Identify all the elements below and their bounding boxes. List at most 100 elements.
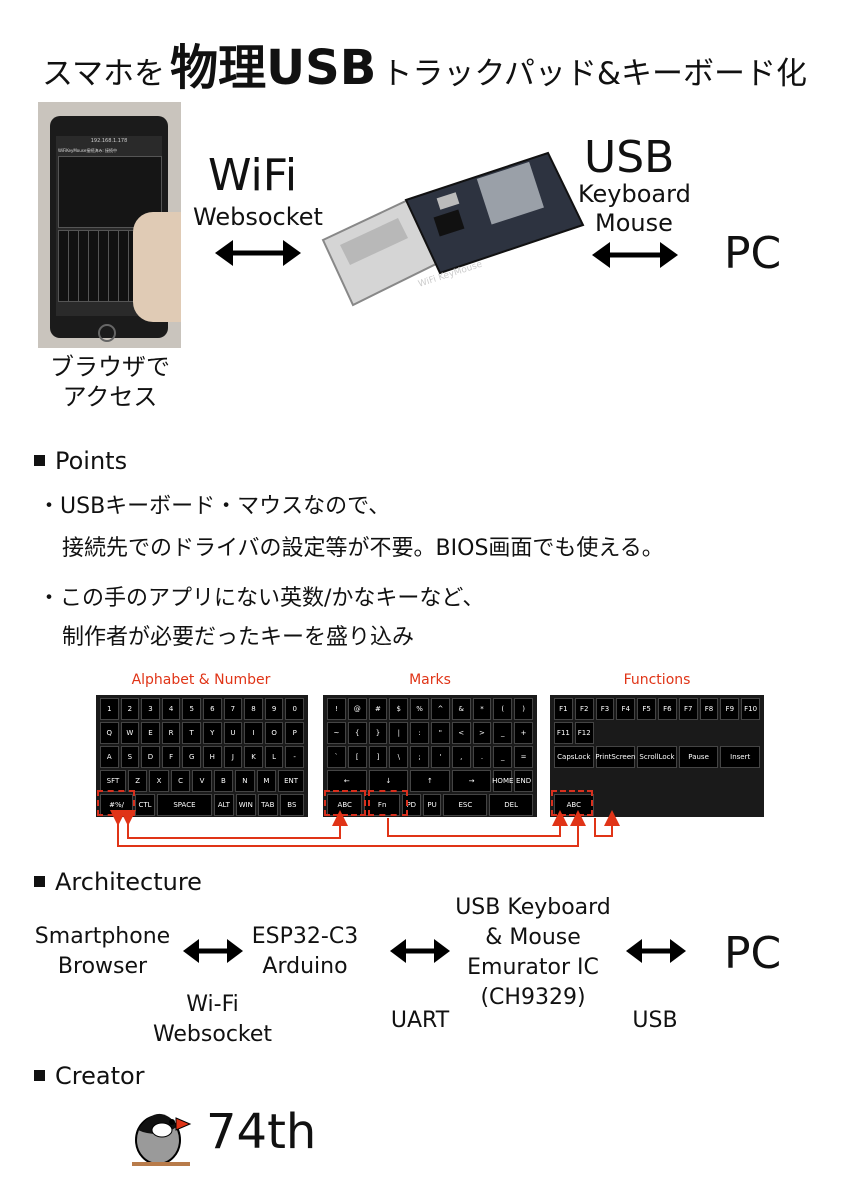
functions-key[interactable]: F8: [699, 698, 719, 720]
title-part3: トラックパッド&キーボード化: [381, 56, 808, 92]
marks-key[interactable]: ;: [410, 746, 429, 768]
marks-key[interactable]: ): [514, 698, 533, 720]
marks-key[interactable]: ": [431, 722, 450, 744]
alphabet-key[interactable]: 1: [100, 698, 119, 720]
marks-key[interactable]: &: [451, 698, 471, 720]
alphabet-key[interactable]: 0: [285, 698, 304, 720]
wifi-label: WiFi: [208, 150, 298, 201]
alphabet-key[interactable]: O: [264, 722, 284, 744]
marks-key[interactable]: END: [514, 770, 533, 792]
marks-key[interactable]: ': [431, 746, 450, 768]
alphabet-key[interactable]: E: [141, 722, 160, 744]
alphabet-key[interactable]: N: [235, 770, 255, 792]
marks-key[interactable]: $: [389, 698, 409, 720]
functions-key[interactable]: CapsLock: [554, 746, 594, 768]
arch-node-ch9329-line4: (CH9329): [480, 985, 586, 1010]
marks-key[interactable]: ↑: [410, 770, 450, 792]
functions-key[interactable]: F10: [741, 698, 760, 720]
alphabet-key[interactable]: C: [170, 770, 191, 792]
phone-status: WiFiKeyMouse接続済み: 接続中: [58, 148, 117, 153]
marks-key[interactable]: >: [472, 722, 492, 744]
marks-key[interactable]: =: [514, 746, 533, 768]
marks-key[interactable]: |: [389, 722, 409, 744]
alphabet-key[interactable]: ENT: [278, 770, 304, 792]
alphabet-key[interactable]: 2: [120, 698, 140, 720]
alphabet-key[interactable]: K: [244, 746, 263, 768]
alphabet-key[interactable]: M: [256, 770, 277, 792]
marks-key[interactable]: →: [451, 770, 492, 792]
functions-key[interactable]: PrintScreen: [595, 746, 635, 768]
alphabet-key[interactable]: B: [213, 770, 234, 792]
alphabet-key[interactable]: I: [244, 722, 263, 744]
alphabet-key[interactable]: L: [264, 746, 284, 768]
alphabet-key[interactable]: D: [141, 746, 160, 768]
alphabet-key[interactable]: 8: [244, 698, 263, 720]
marks-key[interactable]: }: [368, 722, 388, 744]
alphabet-key[interactable]: V: [192, 770, 212, 792]
marks-key[interactable]: ↓: [368, 770, 409, 792]
marks-key[interactable]: ←: [327, 770, 367, 792]
marks-key[interactable]: *: [472, 698, 492, 720]
marks-title: Marks: [409, 672, 451, 688]
marks-key[interactable]: %: [410, 698, 429, 720]
alphabet-key[interactable]: Z: [127, 770, 148, 792]
functions-key[interactable]: F2: [574, 698, 594, 720]
functions-key[interactable]: F1: [554, 698, 573, 720]
alphabet-key[interactable]: U: [223, 722, 243, 744]
alphabet-key[interactable]: R: [161, 722, 181, 744]
marks-key[interactable]: _: [493, 746, 513, 768]
functions-key[interactable]: F11: [554, 722, 573, 744]
alphabet-key[interactable]: 4: [161, 698, 181, 720]
marks-key[interactable]: #: [368, 698, 388, 720]
alphabet-key[interactable]: 7: [223, 698, 243, 720]
functions-key[interactable]: F4: [616, 698, 636, 720]
marks-key[interactable]: ,: [451, 746, 471, 768]
alphabet-key[interactable]: T: [182, 722, 201, 744]
alphabet-key[interactable]: A: [100, 746, 119, 768]
alphabet-key[interactable]: W: [120, 722, 140, 744]
functions-key[interactable]: F7: [678, 698, 698, 720]
marks-key[interactable]: <: [451, 722, 471, 744]
alphabet-key[interactable]: 5: [182, 698, 201, 720]
marks-key[interactable]: _: [493, 722, 513, 744]
functions-key[interactable]: Insert: [720, 746, 760, 768]
marks-key[interactable]: .: [472, 746, 492, 768]
alphabet-key[interactable]: 6: [203, 698, 222, 720]
alphabet-key[interactable]: X: [149, 770, 169, 792]
functions-key[interactable]: F3: [595, 698, 615, 720]
alphabet-key[interactable]: -: [285, 746, 304, 768]
functions-key[interactable]: F6: [658, 698, 677, 720]
functions-key[interactable]: ScrollLock: [637, 746, 677, 768]
marks-key[interactable]: :: [410, 722, 429, 744]
marks-key[interactable]: @: [347, 698, 367, 720]
arch-node-smartphone: Smartphone Browser: [20, 922, 185, 982]
alphabet-key[interactable]: Y: [203, 722, 222, 744]
alphabet-key[interactable]: G: [182, 746, 201, 768]
alphabet-key[interactable]: Q: [100, 722, 119, 744]
alphabet-key[interactable]: SFT: [100, 770, 126, 792]
alphabet-key[interactable]: S: [120, 746, 140, 768]
functions-key[interactable]: F5: [637, 698, 656, 720]
alphabet-key[interactable]: 3: [141, 698, 160, 720]
marks-key[interactable]: `: [327, 746, 346, 768]
marks-key[interactable]: {: [347, 722, 367, 744]
functions-key[interactable]: Pause: [678, 746, 719, 768]
alphabet-key[interactable]: H: [203, 746, 222, 768]
functions-key[interactable]: F12: [574, 722, 594, 744]
marks-key[interactable]: \: [389, 746, 409, 768]
alphabet-key[interactable]: F: [161, 746, 181, 768]
alphabet-key[interactable]: P: [285, 722, 304, 744]
alphabet-key[interactable]: J: [223, 746, 243, 768]
alphabet-key[interactable]: 9: [264, 698, 284, 720]
marks-key[interactable]: (: [493, 698, 513, 720]
marks-key[interactable]: +: [514, 722, 533, 744]
marks-key[interactable]: ^: [431, 698, 450, 720]
functions-key[interactable]: F9: [720, 698, 740, 720]
marks-key[interactable]: ]: [368, 746, 388, 768]
marks-key[interactable]: !: [327, 698, 346, 720]
marks-key[interactable]: HOME: [492, 770, 513, 792]
dongle-photo: WiFi KeyMouse: [318, 145, 590, 330]
marks-key[interactable]: [: [347, 746, 367, 768]
point-1-line2: 接続先でのドライバの設定等が不要。BIOS画面でも使える。: [62, 536, 664, 561]
marks-key[interactable]: ~: [327, 722, 346, 744]
